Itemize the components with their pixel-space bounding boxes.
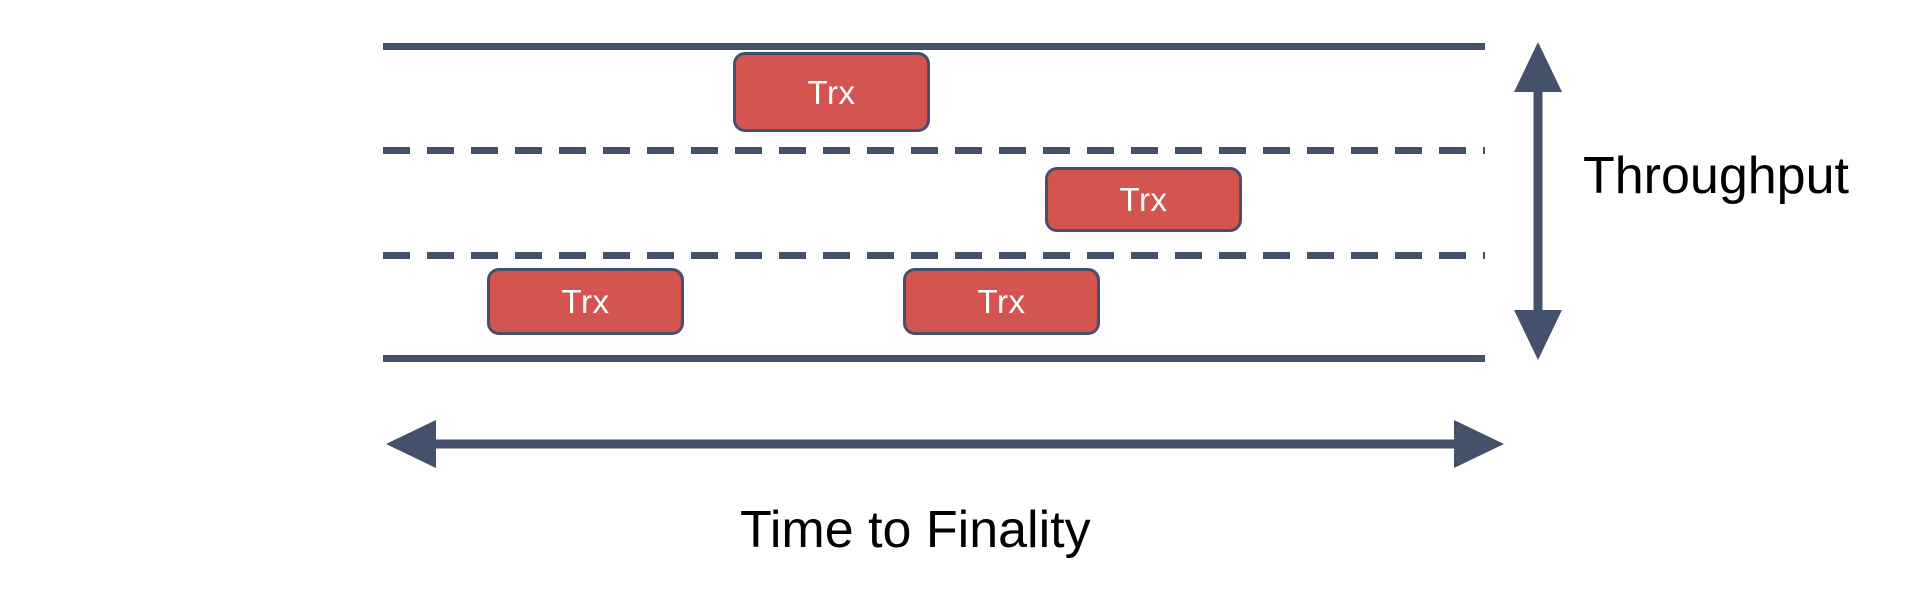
throughput-arrow-icon	[1514, 42, 1562, 360]
lane-bottom-boundary	[383, 355, 1485, 362]
transaction-block: Trx	[487, 268, 684, 335]
lane-top-boundary	[383, 43, 1485, 50]
throughput-axis-label: Throughput	[1583, 147, 1849, 205]
lane-divider-2	[383, 252, 1485, 259]
transaction-label: Trx	[1119, 181, 1168, 218]
transaction-block: Trx	[733, 52, 930, 132]
lane-divider-1	[383, 147, 1485, 154]
time-to-finality-arrow-icon	[386, 420, 1504, 468]
transaction-label: Trx	[561, 283, 610, 320]
transaction-label: Trx	[977, 283, 1026, 320]
transaction-label: Trx	[807, 73, 856, 111]
transaction-block: Trx	[1045, 167, 1242, 232]
time-to-finality-axis-label: Time to Finality	[740, 501, 1091, 559]
transaction-block: Trx	[903, 268, 1100, 335]
